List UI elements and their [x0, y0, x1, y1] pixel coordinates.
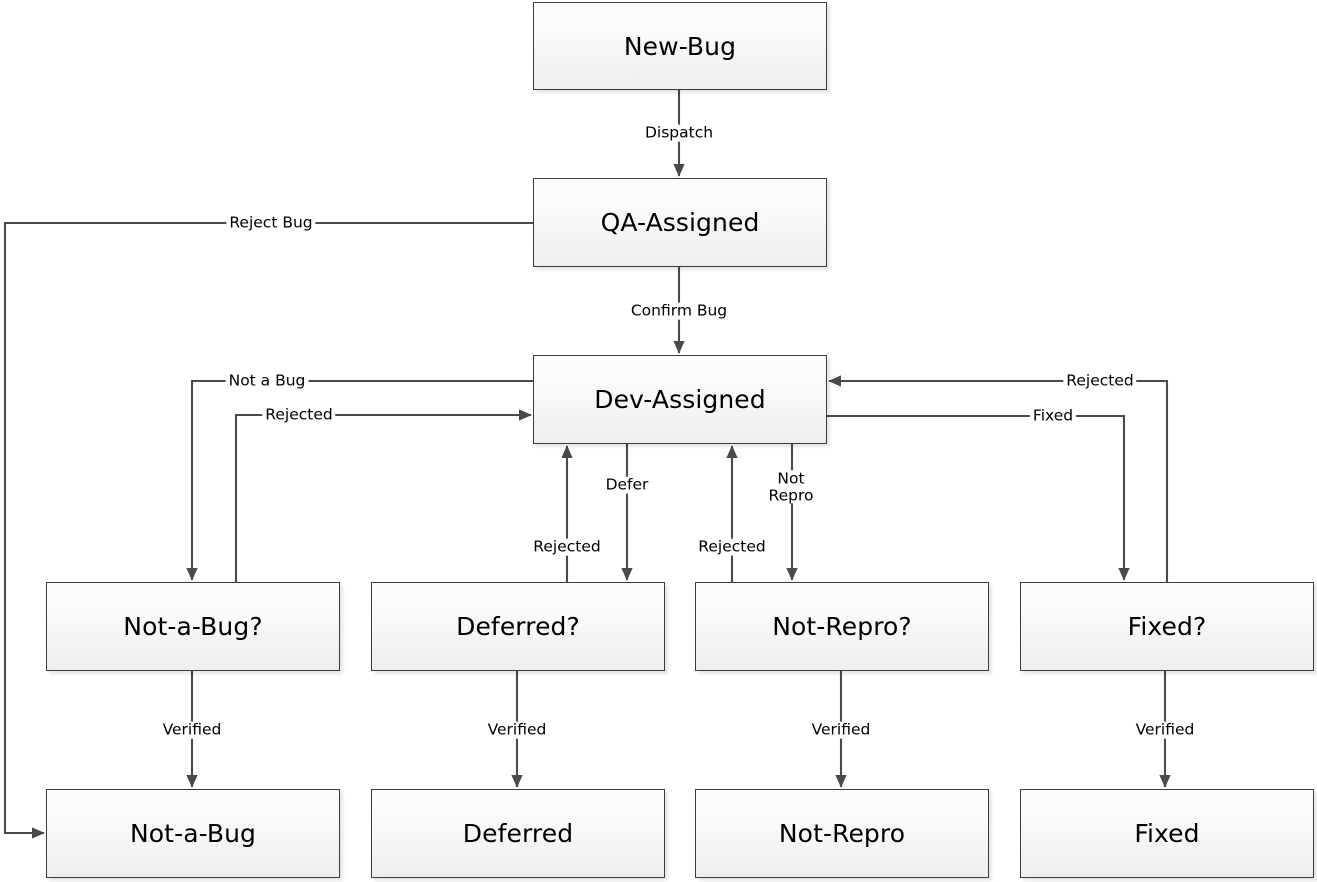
- edge-label-verified-deferred: Verified: [484, 721, 550, 739]
- node-deferred[interactable]: Deferred: [371, 789, 665, 878]
- edge-fixed: [827, 414, 1130, 581]
- node-label-not-a-bug-question: Not-a-Bug?: [123, 612, 263, 641]
- node-not-repro-question[interactable]: Not-Repro?: [695, 582, 989, 671]
- edge-label-confirm-bug: Confirm Bug: [627, 302, 731, 320]
- node-label-not-repro-question: Not-Repro?: [772, 612, 912, 641]
- edge-label-fixed: Fixed: [1029, 407, 1077, 425]
- edge-label-not-a-bug: Not a Bug: [225, 372, 309, 390]
- node-label-not-repro: Not-Repro: [778, 819, 906, 848]
- edge-label-not-repro: Not Repro: [761, 470, 821, 504]
- node-not-repro[interactable]: Not-Repro: [695, 789, 989, 878]
- node-label-deferred: Deferred: [462, 819, 574, 848]
- node-deferred-question[interactable]: Deferred?: [371, 582, 665, 671]
- edge-label-verified-not-a-bug: Verified: [159, 721, 225, 739]
- node-label-new-bug: New-Bug: [623, 31, 737, 61]
- edge-not-a-bug: [186, 379, 533, 581]
- node-not-a-bug-question[interactable]: Not-a-Bug?: [46, 582, 340, 671]
- node-fixed-question[interactable]: Fixed?: [1020, 582, 1314, 671]
- node-label-fixed-question: Fixed?: [1127, 612, 1207, 641]
- edge-label-verified-fixed: Verified: [1132, 721, 1198, 739]
- edge-label-rejected-deferred: Rejected: [530, 538, 604, 556]
- edge-label-defer: Defer: [602, 476, 652, 494]
- node-label-deferred-question: Deferred?: [456, 612, 580, 641]
- edge-rejected-fixed: [828, 375, 1169, 582]
- edge-label-verified-not-repro: Verified: [808, 721, 874, 739]
- node-qa-assigned[interactable]: QA-Assigned: [533, 178, 827, 267]
- node-label-qa-assigned: QA-Assigned: [600, 208, 760, 237]
- node-not-a-bug[interactable]: Not-a-Bug: [46, 789, 340, 878]
- node-label-not-a-bug: Not-a-Bug: [129, 819, 257, 848]
- edge-label-rejected-not-repro: Rejected: [695, 538, 769, 556]
- edge-reject-bug: [3, 221, 533, 839]
- node-label-fixed: Fixed: [1134, 819, 1200, 848]
- edge-label-reject-bug: Reject Bug: [226, 214, 316, 232]
- node-label-dev-assigned: Dev-Assigned: [594, 385, 766, 414]
- node-fixed[interactable]: Fixed: [1020, 789, 1314, 878]
- edge-label-rejected-not-a-bug: Rejected: [262, 406, 336, 424]
- node-new-bug[interactable]: New-Bug: [533, 2, 827, 90]
- node-dev-assigned[interactable]: Dev-Assigned: [533, 355, 827, 444]
- edge-label-rejected-fixed: Rejected: [1063, 372, 1137, 390]
- edge-rejected-not-a-bug: [234, 409, 532, 582]
- edge-label-dispatch: Dispatch: [641, 124, 717, 142]
